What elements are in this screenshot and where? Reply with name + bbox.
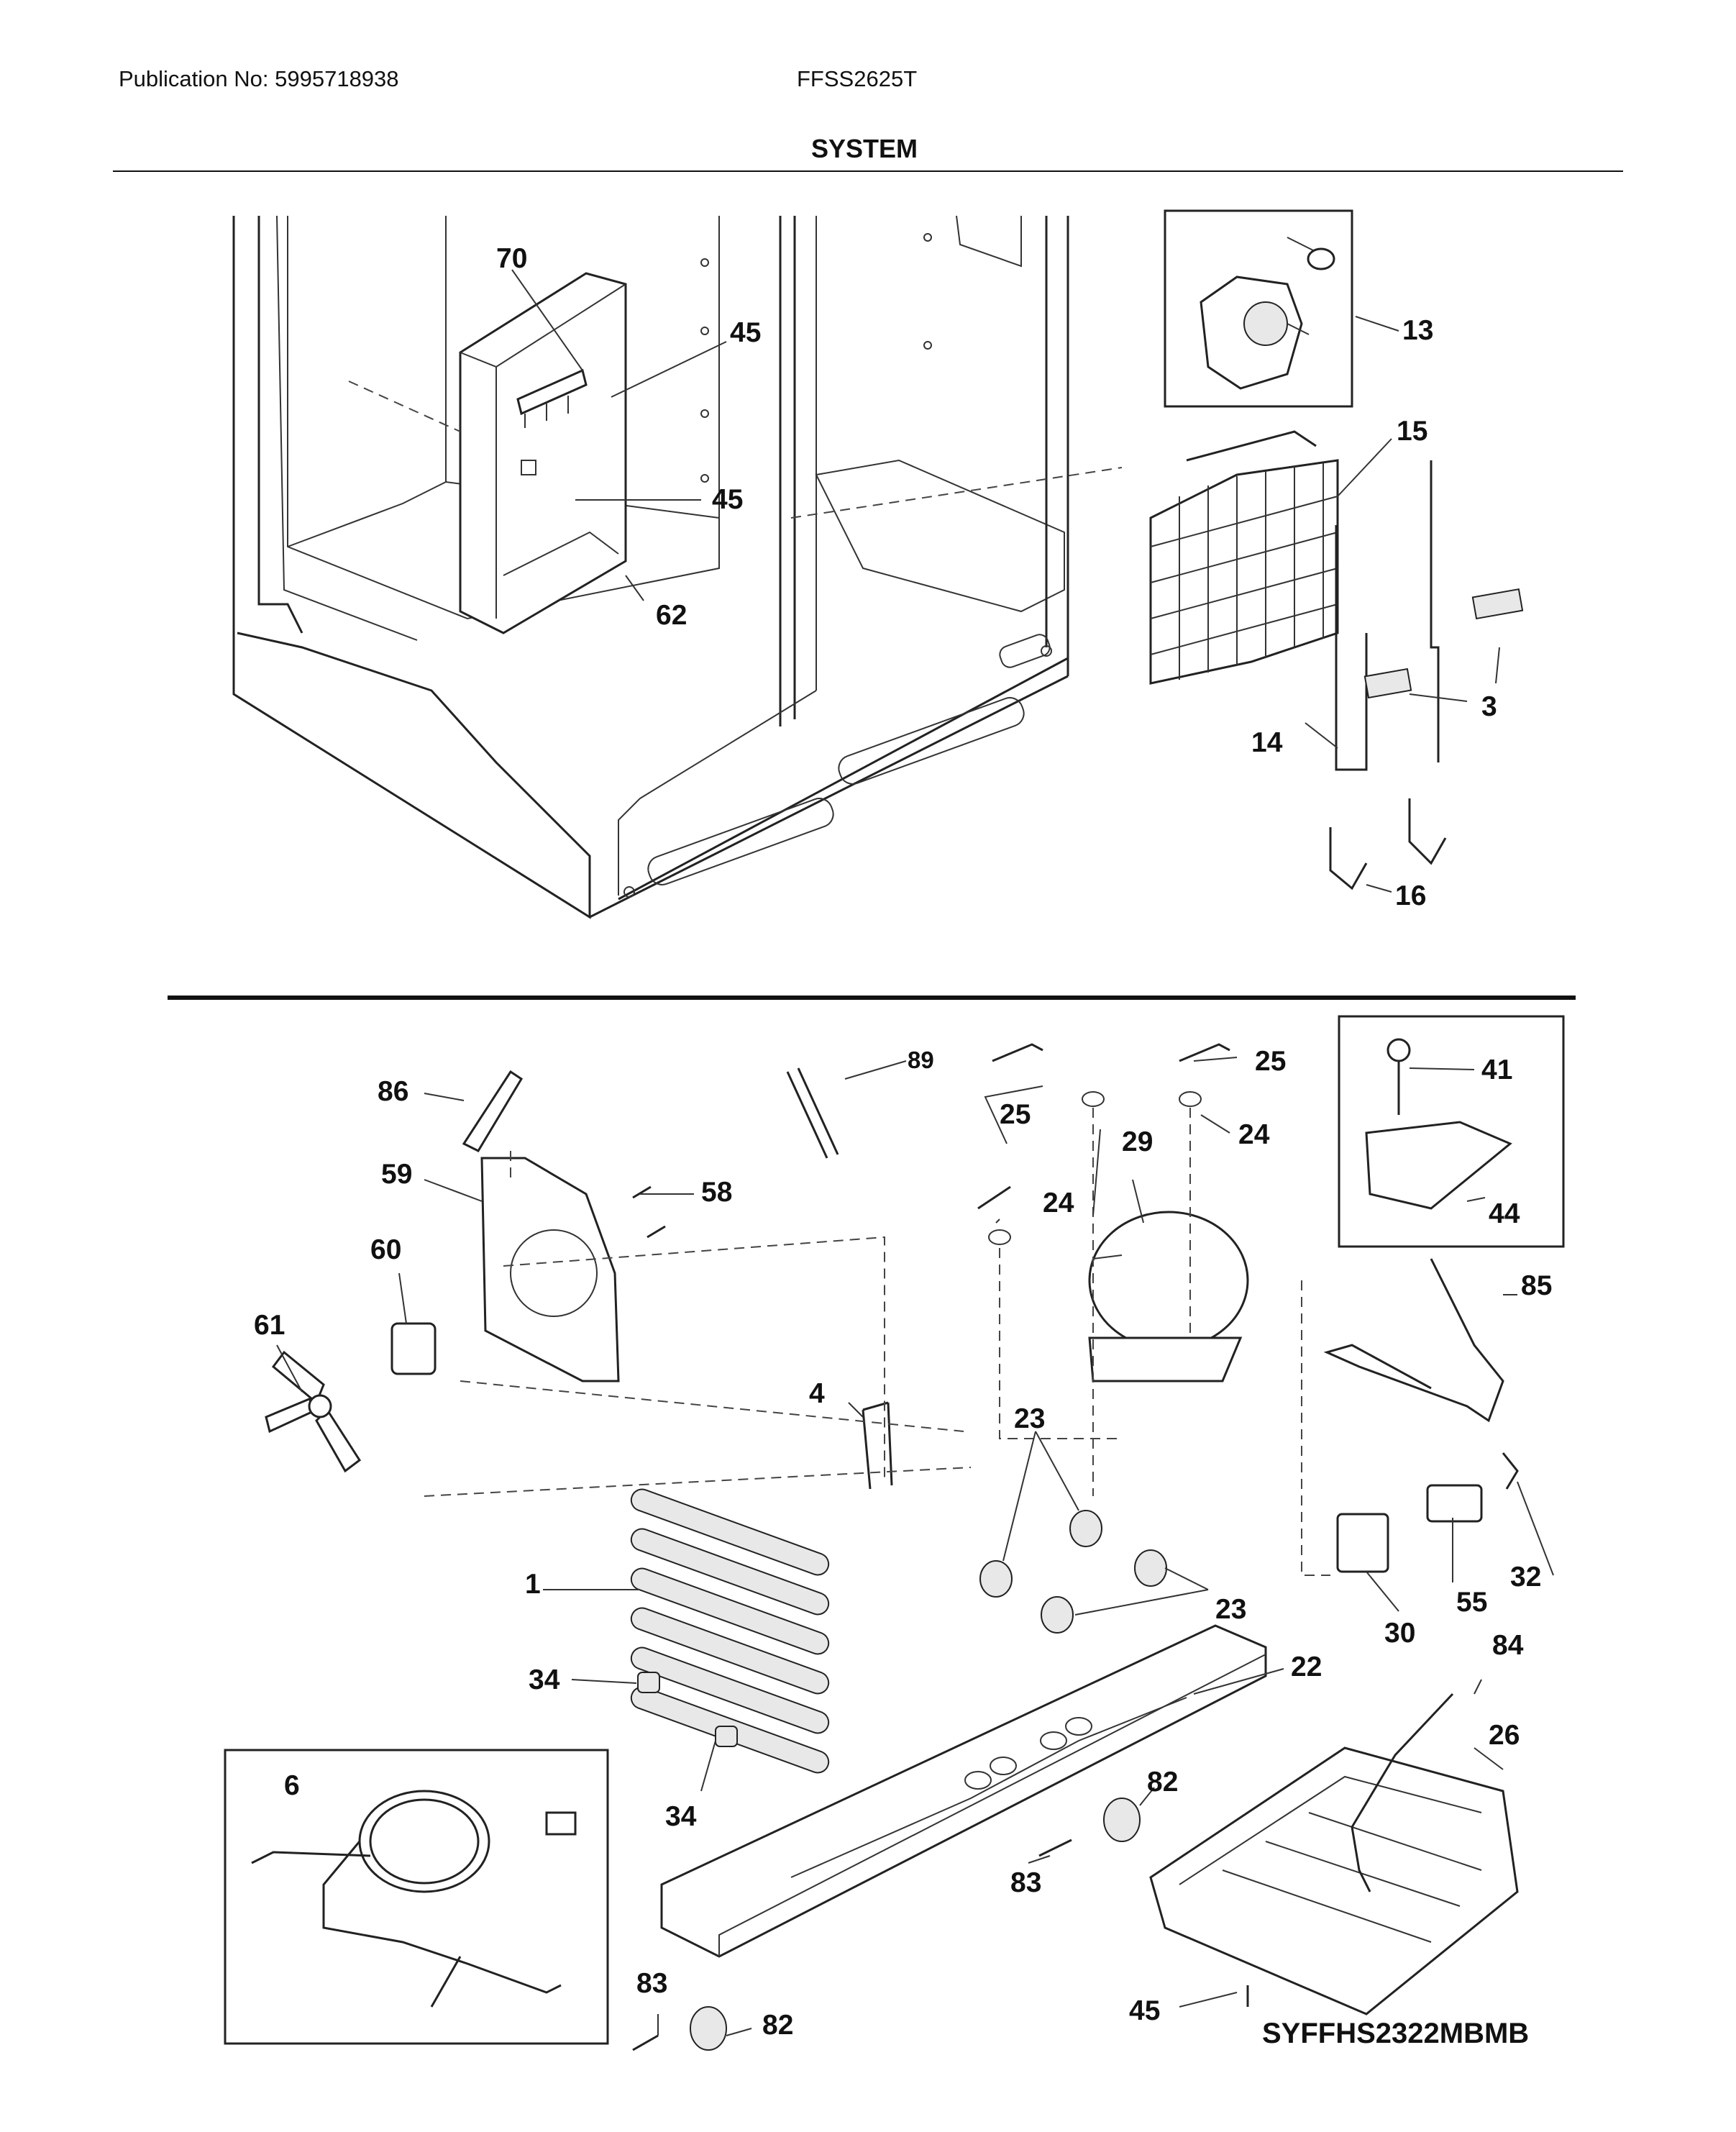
callout-3: 3 [1481, 691, 1497, 722]
model-number: FFSS2625T [797, 66, 918, 91]
callout-25: 25 [1255, 1046, 1286, 1077]
leader-lines-top [348, 269, 1500, 893]
callout-86: 86 [378, 1076, 408, 1107]
callout-6: 6 [284, 1770, 300, 1801]
callout-70: 70 [496, 243, 527, 274]
foot-82a [1103, 1798, 1141, 1842]
fan-motor-inset-box [1164, 209, 1353, 408]
callout-60: 60 [370, 1234, 401, 1265]
callout-labels: 70 45 45 62 13 15 3 14 16 89 25 25 25 24… [254, 243, 1552, 2041]
callout-58: 58 [701, 1177, 732, 1208]
base-pan-22 [660, 1624, 1267, 1958]
overload-55 [1426, 1484, 1483, 1523]
callout-26: 26 [1489, 1720, 1520, 1751]
defrost-heater-14 [1335, 460, 1440, 771]
callout-55: 55 [1456, 1587, 1487, 1618]
callout-23: 23 [1014, 1403, 1045, 1434]
callout-32: 32 [1510, 1562, 1541, 1593]
spacer-34a [637, 1672, 660, 1693]
compressor-29 [1088, 1211, 1249, 1382]
foot-82b [690, 2006, 727, 2051]
fan-blade-61 [265, 1350, 362, 1473]
callout-82: 82 [762, 2010, 793, 2041]
callout-89: 89 [908, 1047, 934, 1073]
callout-84: 84 [1492, 1630, 1524, 1661]
power-cord-inset-box [224, 1749, 609, 2045]
clips-25 [977, 1043, 1230, 1210]
drain-pan-26 [1149, 1746, 1519, 2015]
callout-62: 62 [656, 600, 687, 631]
publication-number: Publication No: 5995718938 [119, 66, 399, 91]
bracket-70 [516, 368, 588, 428]
washers-24 [988, 1091, 1202, 1245]
callout-4: 4 [809, 1378, 825, 1409]
clip-3b [1471, 588, 1524, 620]
screw-83a [1038, 1839, 1072, 1857]
grommets-23 [979, 1510, 1167, 1634]
mounting-bracket-44 [1365, 1121, 1512, 1210]
tube-89 [786, 1067, 839, 1159]
drain-hose-84 [1351, 1693, 1454, 1892]
diagram-code: SYFFHS2322MBMB [1262, 2018, 1530, 2049]
heater-clips-16 [1329, 798, 1447, 890]
callout-59: 59 [381, 1159, 412, 1190]
relay-30 [1336, 1513, 1389, 1573]
callout-45: 45 [712, 484, 743, 515]
callout-24: 24 [1238, 1119, 1270, 1150]
screw-41 [1386, 1038, 1411, 1115]
cabinet-liner-drawing [232, 215, 1069, 919]
callout-22: 22 [1291, 1652, 1322, 1682]
callout-83: 83 [1010, 1867, 1041, 1898]
strap-86 [462, 1070, 524, 1152]
fan-shroud-59 [480, 1157, 620, 1382]
screw-83b [632, 2034, 659, 2051]
callout-16: 16 [1395, 880, 1426, 911]
callout-41: 41 [1481, 1054, 1512, 1085]
evaporator-cover-62 [459, 272, 627, 634]
header-rule [113, 170, 1623, 172]
callout-29: 29 [1122, 1126, 1153, 1157]
callout-15: 15 [1397, 416, 1427, 447]
screws-58 [632, 1185, 666, 1239]
clip-32 [1502, 1452, 1519, 1490]
leader-lines-bottom [276, 1057, 1554, 2036]
callout-83: 83 [636, 1968, 667, 1999]
callout-24: 24 [1043, 1188, 1074, 1218]
callout-82: 82 [1147, 1767, 1178, 1798]
condenser-motor-60 [390, 1322, 437, 1375]
callout-25: 25 [1000, 1099, 1031, 1130]
drier-4 [862, 1401, 893, 1490]
screw-bracket-inset-box [1338, 1015, 1565, 1248]
section-divider [168, 996, 1576, 1000]
callout-30: 30 [1384, 1618, 1415, 1649]
clip-3a [1363, 668, 1412, 699]
callout-1: 1 [525, 1569, 541, 1600]
spacer-34b [715, 1726, 738, 1747]
callout-34: 34 [665, 1801, 697, 1832]
fan-motor-13 [1200, 237, 1335, 390]
callout-45: 45 [730, 317, 761, 348]
callout-34: 34 [529, 1664, 560, 1695]
callout-61: 61 [254, 1310, 285, 1341]
power-cord-6 [251, 1790, 577, 2008]
tubing-85 [1323, 1258, 1504, 1423]
callout-23: 23 [1215, 1594, 1246, 1625]
evaporator-coil-15 [1149, 430, 1339, 685]
callout-14: 14 [1251, 727, 1283, 758]
callout-45: 45 [1129, 1995, 1160, 2026]
section-title: SYSTEM [811, 134, 918, 163]
callout-44: 44 [1489, 1198, 1520, 1229]
callout-85: 85 [1521, 1270, 1552, 1301]
callout-13: 13 [1402, 315, 1433, 346]
